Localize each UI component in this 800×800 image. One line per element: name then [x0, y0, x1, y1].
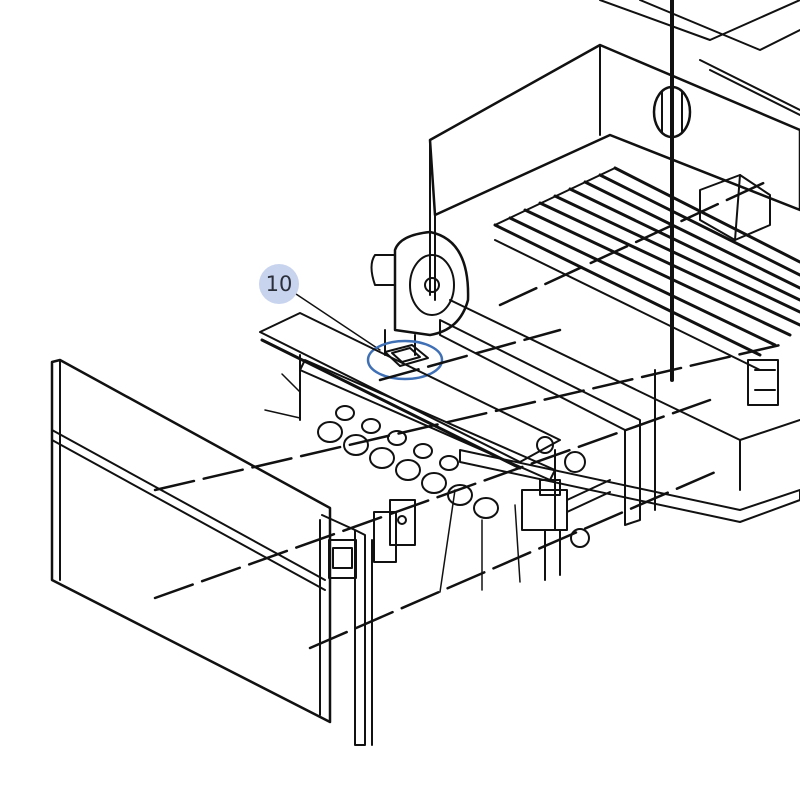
callout-10-highlight — [295, 293, 444, 381]
explosion-lines — [153, 178, 782, 650]
flue-pipe — [652, 0, 692, 382]
heat-exchanger-tubes — [493, 166, 800, 371]
draft-hood — [599, 0, 800, 116]
burner-row — [317, 405, 586, 519]
gas-valve — [521, 479, 611, 581]
junction-box — [373, 499, 416, 563]
front-door-panel — [50, 358, 373, 746]
limit-control — [747, 359, 779, 406]
heat-exchanger-cabinet — [428, 43, 800, 523]
leader-lines — [264, 373, 521, 593]
callout-badge-10: 10 — [259, 264, 299, 304]
vent-assembly — [699, 174, 771, 241]
inducer-blower — [370, 230, 470, 356]
